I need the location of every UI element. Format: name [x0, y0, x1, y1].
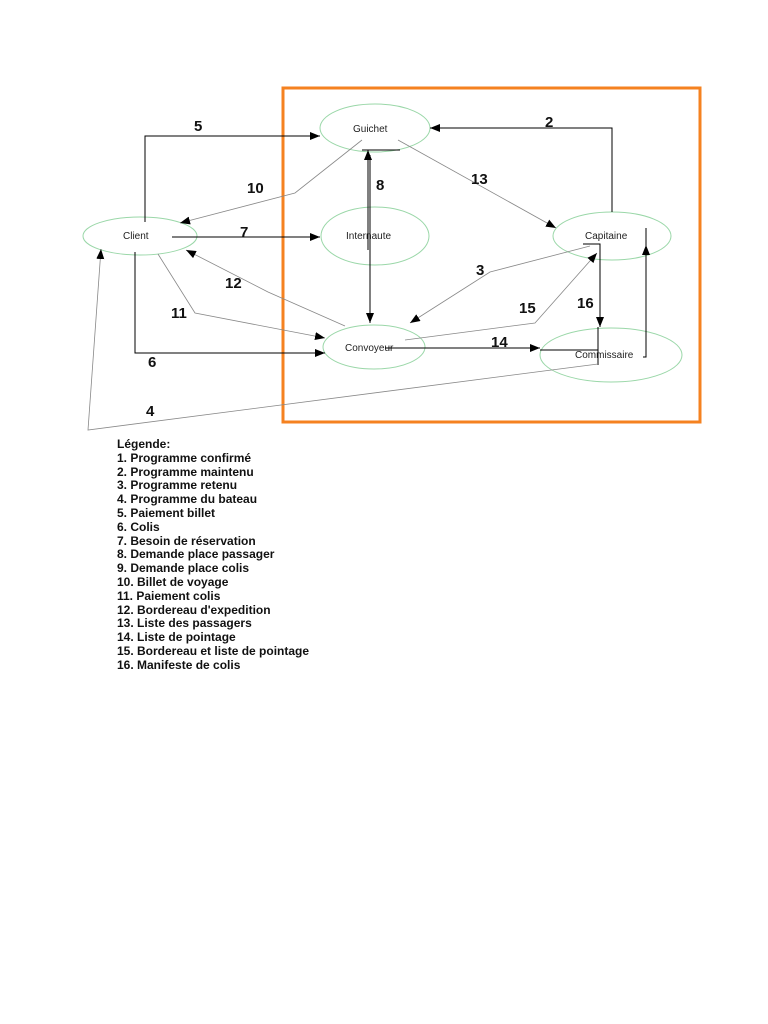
flow-11-label: 11 — [171, 305, 187, 322]
flow-11-arrow — [157, 253, 326, 341]
flow-15-arrow — [404, 252, 598, 341]
node-guichet-label: Guichet — [353, 124, 388, 135]
node-commissaire-label: Commissaire — [575, 350, 634, 361]
flow-2-arrow — [430, 124, 613, 212]
flow-3-arrow — [409, 245, 591, 324]
legend-item: 14. Liste de pointage — [117, 630, 236, 645]
flow-13-arrow — [397, 139, 557, 229]
flow-2-label: 2 — [545, 114, 553, 131]
flow-8-label: 8 — [376, 177, 384, 194]
flow-15-label: 15 — [519, 300, 536, 317]
flow-6-label: 6 — [148, 354, 156, 371]
legend-item: 6. Colis — [117, 519, 160, 534]
flow-16-arrow — [583, 243, 604, 327]
node-capitaine-label: Capitaine — [585, 231, 628, 242]
node-commissaire — [539, 327, 683, 383]
flow-6-arrow — [134, 252, 325, 357]
legend-item: 15. Bordereau et liste de pointage — [117, 643, 310, 658]
flow-return-arrow — [642, 245, 650, 358]
legend-title: Légende: — [117, 437, 171, 451]
legend-item: 2. Programme maintenu — [117, 464, 254, 479]
legend-item: 8. Demande place passager — [117, 547, 275, 562]
legend-item: 13. Liste des passagers — [117, 616, 252, 631]
legend-item: 4. Programme du bateau — [117, 492, 258, 507]
flow-5-arrow — [144, 132, 320, 222]
flow-14-label: 14 — [491, 334, 508, 351]
legend-item: 1. Programme confirmé — [117, 450, 252, 465]
flow-4-arrow — [87, 248, 599, 431]
flow-3-label: 3 — [476, 262, 484, 279]
flow-12-arrow — [185, 249, 346, 327]
flow-13-label: 13 — [471, 171, 488, 188]
legend-item: 9. Demande place colis — [117, 561, 250, 576]
node-client — [82, 216, 198, 256]
legend-item: 11. Paiement colis — [117, 588, 221, 603]
flow-5-label: 5 — [194, 118, 202, 135]
legend-item: 5. Paiement billet — [117, 505, 216, 520]
legend-item: 3. Programme retenu — [117, 478, 238, 493]
flow-16-label: 16 — [577, 295, 594, 312]
legend-item: 10. Billet de voyage — [117, 574, 229, 589]
node-convoyeur-label: Convoyeur — [345, 343, 394, 354]
legend-item: 12. Bordereau d'expedition — [117, 602, 271, 617]
node-client-label: Client — [123, 231, 149, 242]
legend-item: 7. Besoin de réservation — [117, 533, 256, 548]
flow-7-label: 7 — [240, 224, 248, 241]
legend: Légende: 1. Programme confirmé 2. Progra… — [117, 437, 310, 673]
legend-item: 16. Manifeste de colis — [117, 657, 241, 672]
system-boundary — [281, 86, 702, 424]
node-internaute — [320, 206, 430, 266]
node-internaute-label: Internaute — [346, 231, 391, 242]
flow-10-arrow — [179, 139, 363, 225]
flow-10-label: 10 — [247, 180, 264, 197]
node-convoyeur — [322, 324, 426, 370]
flow-12-label: 12 — [225, 275, 242, 292]
flow-4-label: 4 — [146, 403, 155, 420]
